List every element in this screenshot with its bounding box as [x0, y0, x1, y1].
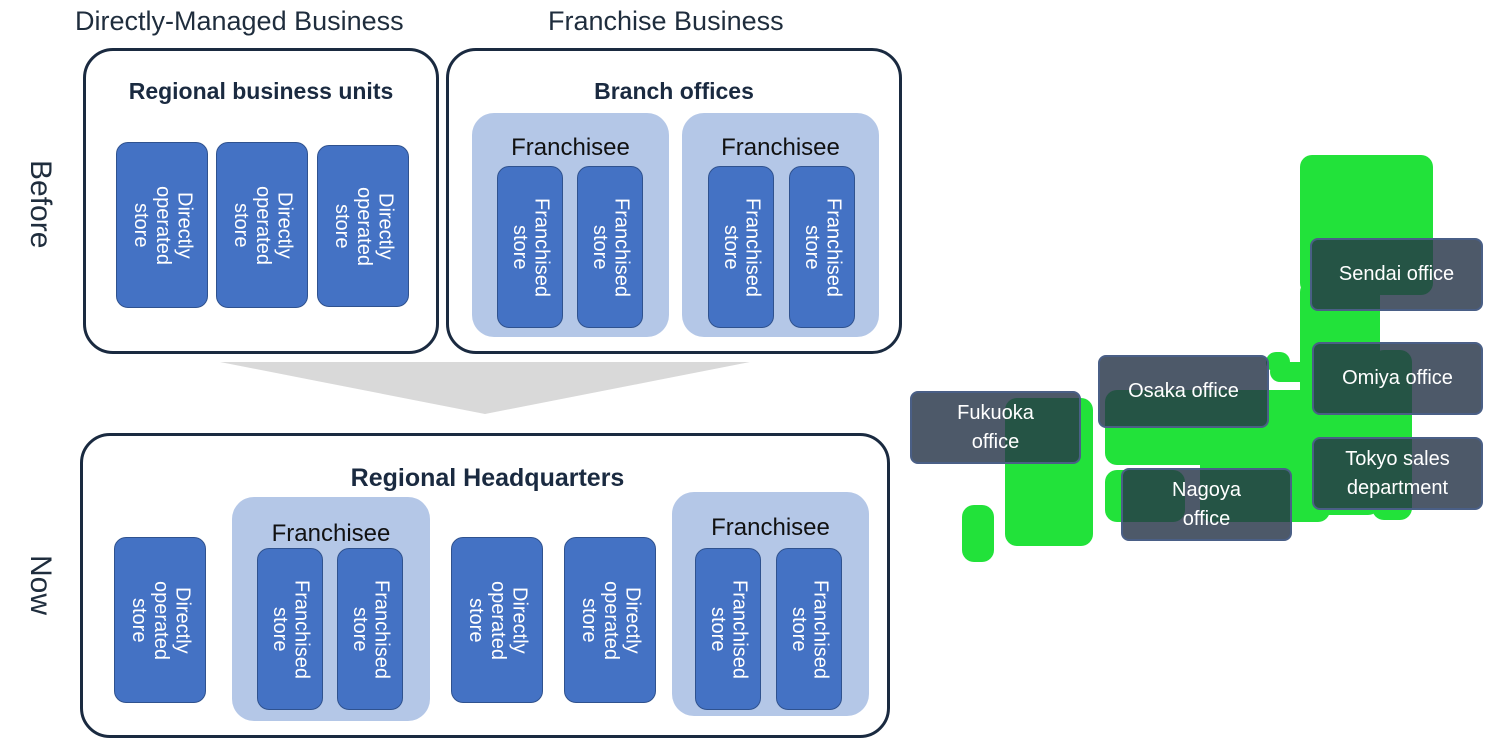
franchised-store: Franchised store: [577, 166, 643, 328]
franchised-store: Franchised store: [257, 548, 323, 710]
franchised-store: Franchised store: [789, 166, 855, 328]
franchised-store: Franchised store: [337, 548, 403, 710]
franchisee-title: Franchisee: [271, 520, 391, 547]
office-sendai: Sendai office: [1310, 238, 1483, 311]
directly-operated-store: Directly operated store: [317, 145, 409, 307]
franchised-store: Franchised store: [708, 166, 774, 328]
office-nagoya: Nagoya office: [1121, 468, 1292, 541]
office-omiya: Omiya office: [1312, 342, 1483, 415]
regional-business-units-title: Regional business units: [128, 78, 394, 104]
before-label: Before: [24, 160, 57, 249]
franchised-store: Franchised store: [776, 548, 842, 710]
franchisee-title: Franchisee: [711, 514, 830, 541]
directly-operated-store: Directly operated store: [451, 537, 543, 703]
franchise-header: Franchise Business: [548, 6, 784, 36]
franchisee-title: Franchisee: [721, 134, 840, 161]
directly-operated-store: Directly operated store: [116, 142, 208, 308]
office-osaka: Osaka office: [1098, 355, 1269, 428]
office-fukuoka: Fukuoka office: [910, 391, 1081, 464]
directly-managed-header: Directly-Managed Business: [75, 6, 404, 36]
directly-operated-store: Directly operated store: [216, 142, 308, 308]
directly-operated-store: Directly operated store: [114, 537, 206, 703]
transition-arrow: [220, 362, 750, 414]
franchisee-title: Franchisee: [511, 134, 630, 161]
now-label: Now: [24, 554, 57, 615]
map-land-southern-island: [962, 505, 994, 562]
map-land-island: [1266, 352, 1290, 372]
franchised-store: Franchised store: [497, 166, 563, 328]
directly-operated-store: Directly operated store: [564, 537, 656, 703]
franchised-store: Franchised store: [695, 548, 761, 710]
office-tokyo-sales-department: Tokyo sales department: [1312, 437, 1483, 510]
regional-headquarters-title: Regional Headquarters: [350, 464, 625, 492]
branch-offices-title: Branch offices: [594, 78, 754, 104]
